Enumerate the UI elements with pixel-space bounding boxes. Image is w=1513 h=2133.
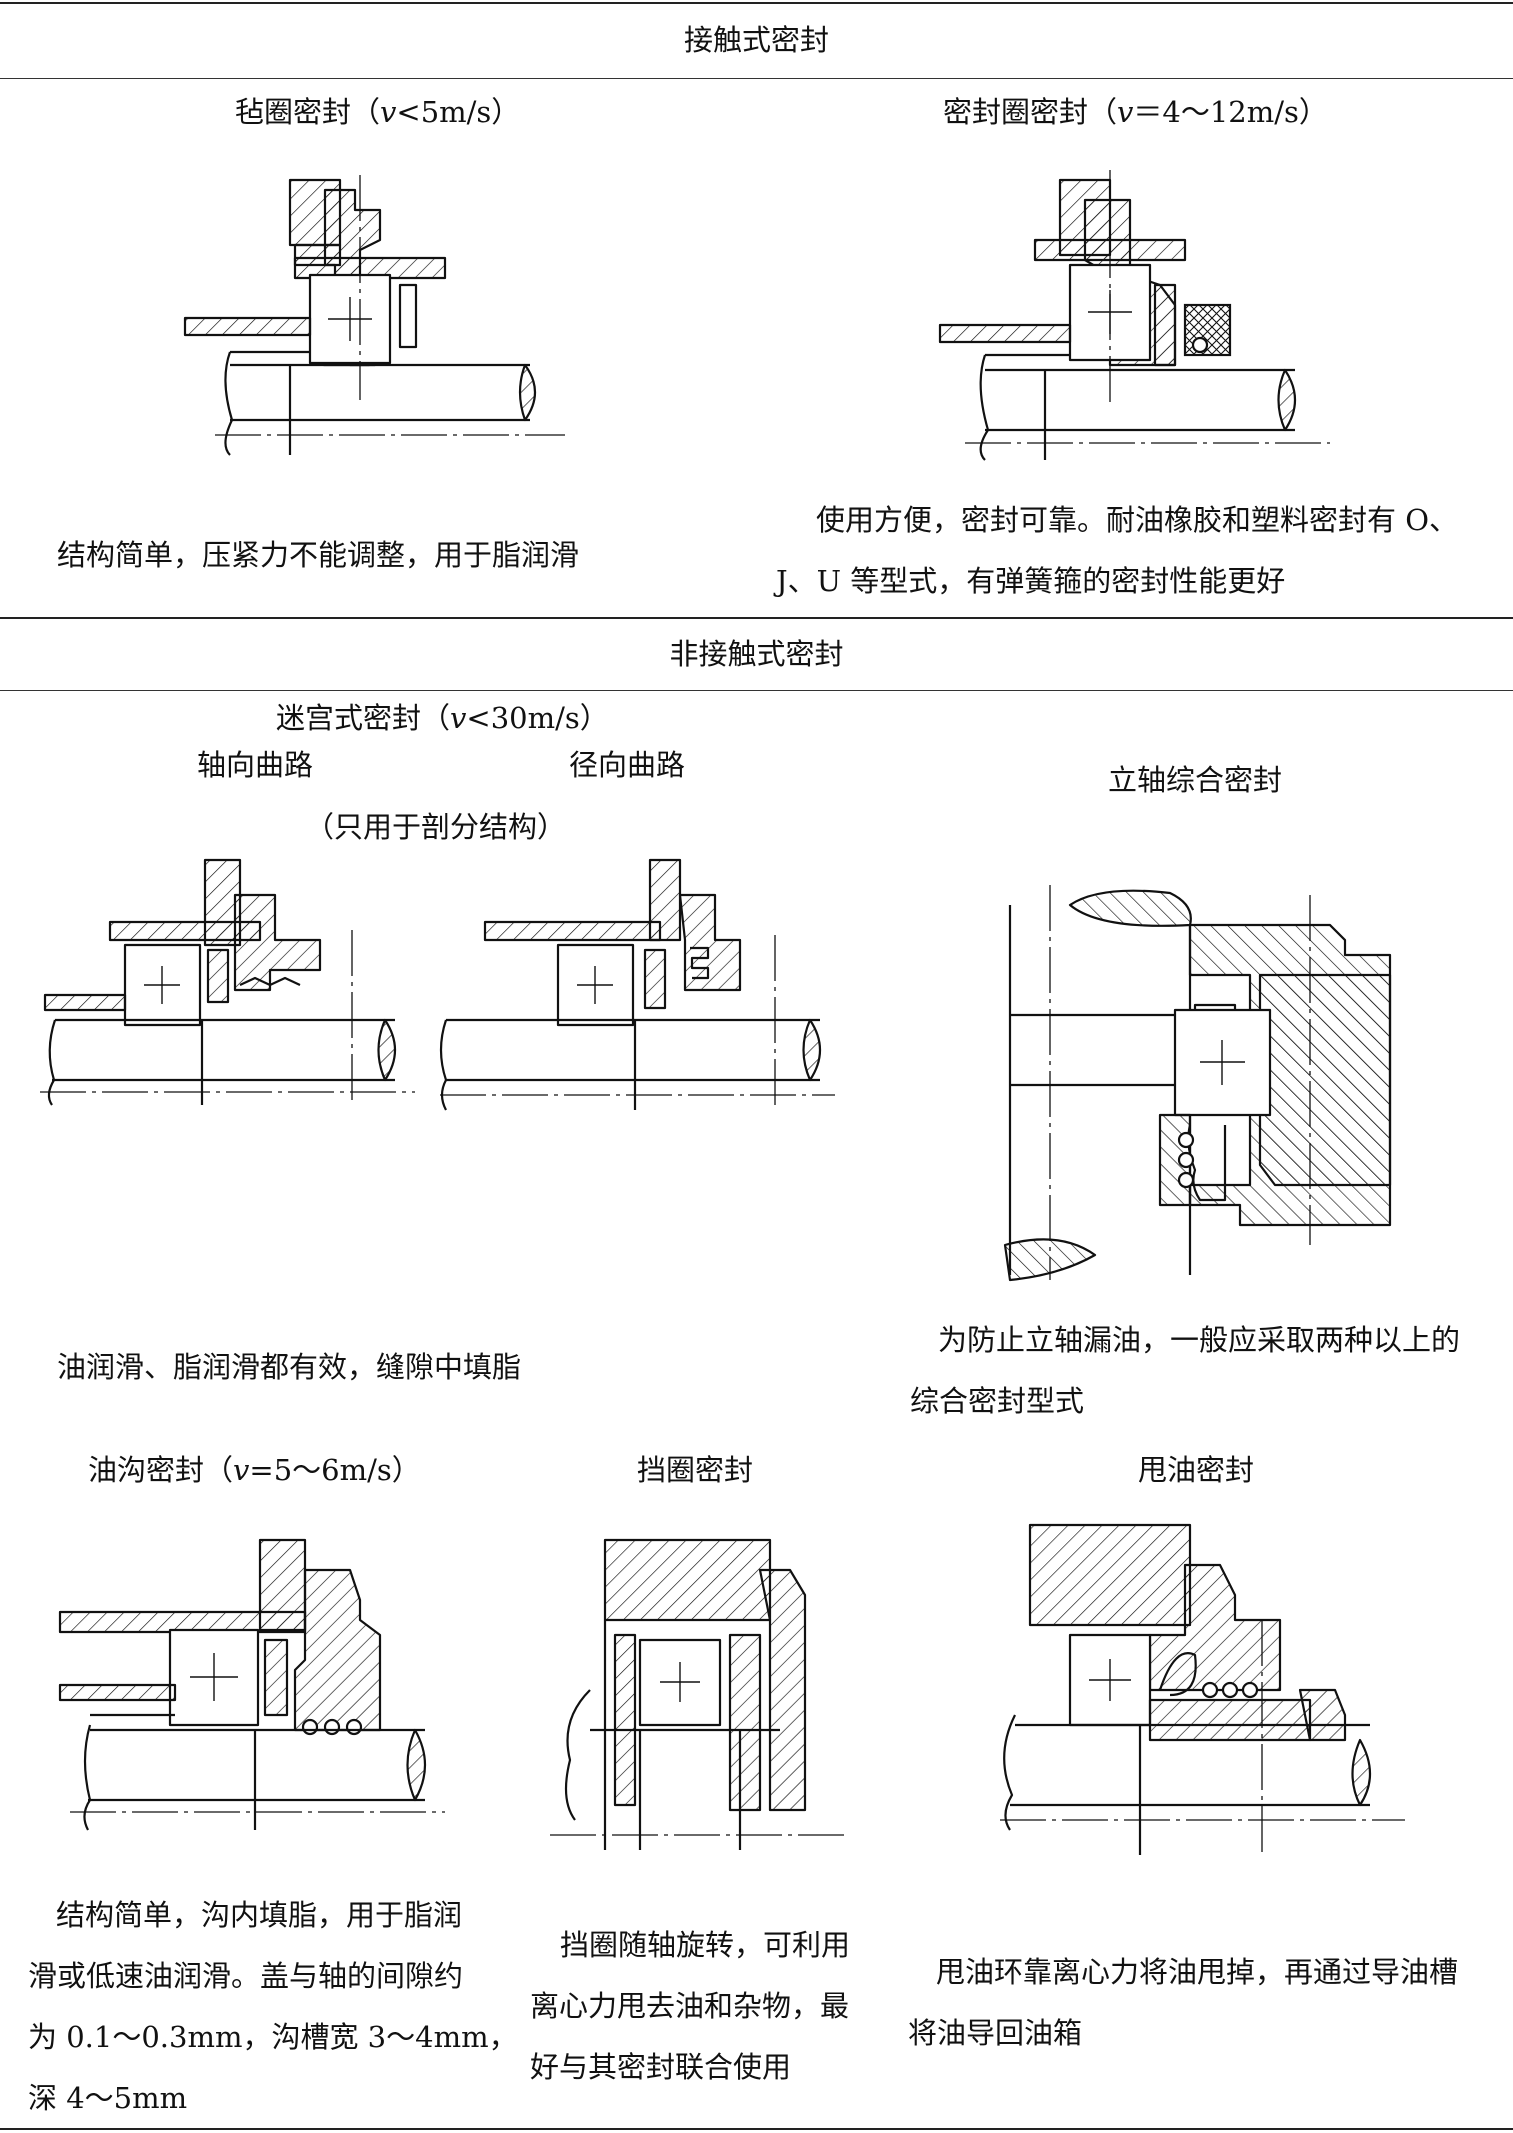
vertical-shaft-seal-drawing <box>1003 885 1392 1282</box>
header-rule <box>0 690 1513 691</box>
ring-seal-title: 密封圈密封（v＝4～12m/s） <box>943 95 1328 129</box>
felt-seal-description: 结构简单，压紧力不能调整，用于脂润滑 <box>57 538 580 572</box>
header-rule <box>0 78 1513 79</box>
noncontact-seal-header: 非接触式密封 <box>669 637 844 671</box>
axial-path-label: 轴向曲路 <box>197 748 314 782</box>
baffle-ring-drawing <box>550 1538 850 1850</box>
oil-groove-drawing <box>58 1538 445 1831</box>
table-top-rule <box>0 2 1513 4</box>
felt-seal-title: 毡圈密封（v<5m/s） <box>235 95 521 129</box>
radial-path-label: 径向曲路 <box>569 748 686 782</box>
split-structure-note: （只用于剖分结构） <box>305 810 567 844</box>
labyrinth-seal-description: 油润滑、脂润滑都有效，缝隙中填脂 <box>57 1350 522 1384</box>
oil-slinger-drawing <box>1000 1523 1405 1855</box>
felt-seal-drawing <box>183 175 565 456</box>
oil-sling-seal-description: 甩油环靠离心力将油甩掉，再通过导油槽 将油导回油箱 <box>908 1955 1459 2050</box>
baffle-seal-description: 挡圈随轴旋转，可利用 离心力甩去油和杂物，最 好与其密封联合使用 <box>530 1928 851 2084</box>
oil-groove-seal-title: 油沟密封（v=5～6m/s） <box>88 1453 421 1487</box>
oil-groove-seal-description: 结构简单，沟内填脂，用于脂润 滑或低速油润滑。盖与轴的间隙约 为 0.1～0.3… <box>28 1898 518 2115</box>
vertical-seal-title: 立轴综合密封 <box>1108 763 1283 797</box>
labyrinth-radial-drawing <box>439 858 835 1111</box>
ring-seal-description: 使用方便，密封可靠。耐油橡胶和塑料密封有 O、 J、U 等型式，有弹簧箍的密封性… <box>776 503 1458 598</box>
section-rule <box>0 617 1513 619</box>
vertical-seal-description: 为防止立轴漏油，一般应采取两种以上的 综合密封型式 <box>910 1323 1461 1418</box>
table-bottom-rule <box>0 2128 1513 2130</box>
oil-sling-seal-title: 甩油密封 <box>1138 1453 1255 1487</box>
baffle-seal-title: 挡圈密封 <box>637 1453 754 1487</box>
seal-ring-drawing <box>938 170 1330 461</box>
labyrinth-seal-title: 迷宫式密封（v<30m/s） <box>276 701 609 735</box>
contact-seal-header: 接触式密封 <box>683 23 829 57</box>
labyrinth-axial-drawing <box>40 858 415 1106</box>
